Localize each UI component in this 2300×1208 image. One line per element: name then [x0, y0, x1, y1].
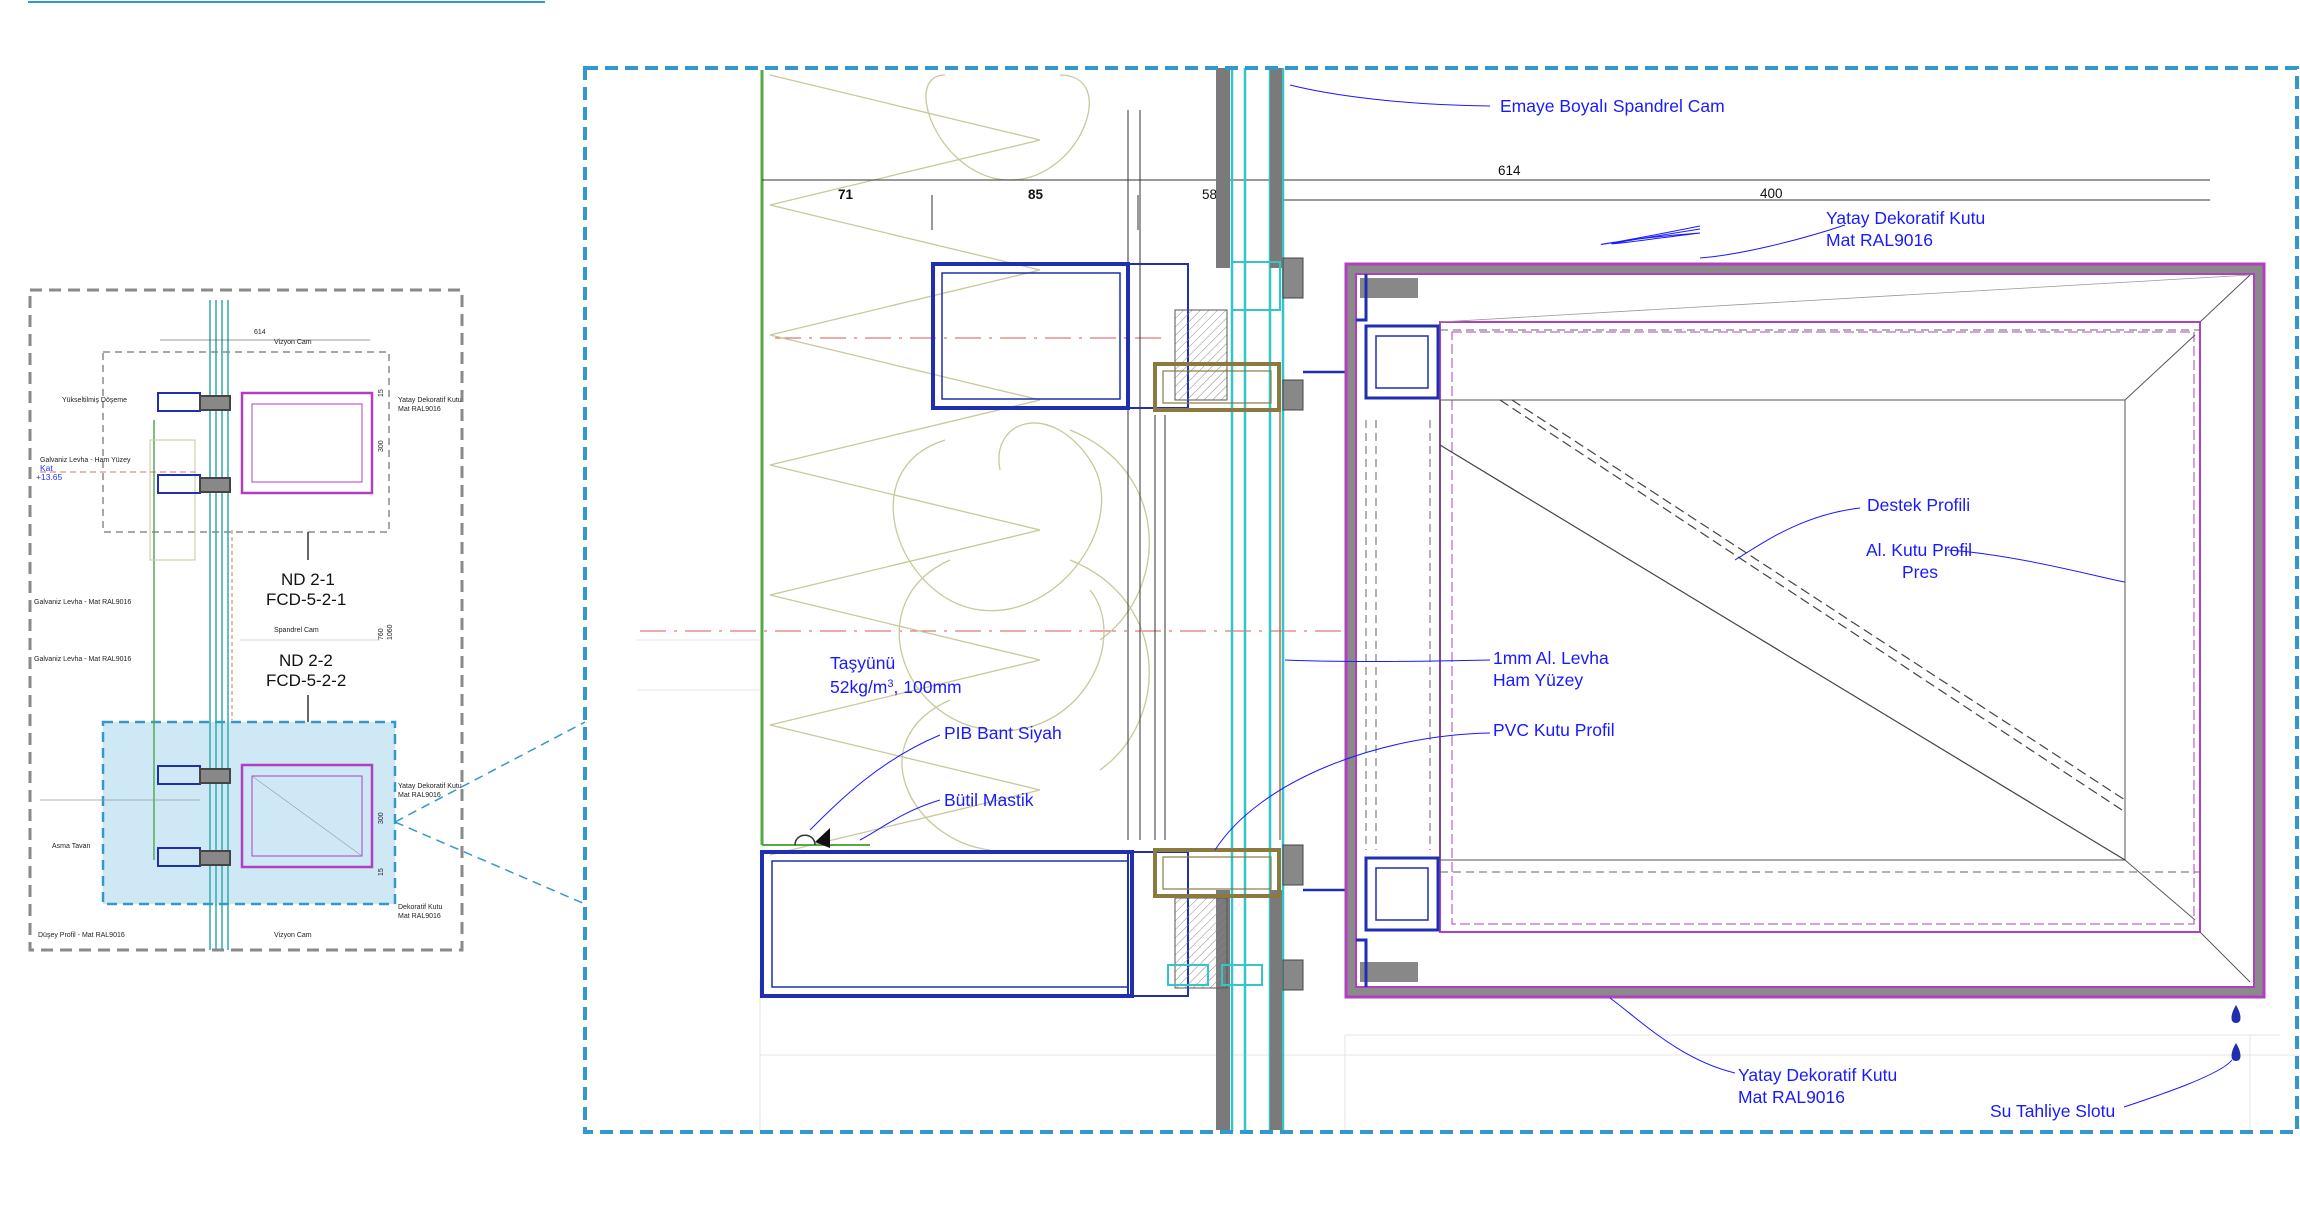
- overview-top-detail-frame: [102, 351, 390, 533]
- label-al-sheet-l2: Ham Yüzey: [1493, 670, 1583, 690]
- overview-deco-box-bottom: [240, 763, 374, 869]
- label-al-sheet-l1: 1mm Al. Levha: [1493, 648, 1609, 668]
- label-leaders: [809, 84, 2233, 1108]
- section-label-nd22: ND 2-2: [279, 651, 333, 670]
- section-label-nd21: ND 2-1: [281, 570, 335, 589]
- overview-vertical-dims: 15 300 760 1060 300 15: [378, 389, 394, 876]
- detail-frame: [583, 66, 2299, 1134]
- overview-dim-614: 614: [254, 329, 266, 336]
- label-wool-l1: Taşyünü: [830, 653, 895, 673]
- drain-drops-icon: [2231, 1005, 2241, 1061]
- overview-frame: [28, 288, 464, 952]
- label-butyl: Bütil Mastik: [944, 790, 1034, 810]
- overview-vision-glass-top: Vizyon Cam: [274, 339, 312, 346]
- label-wool-l2: 52kg/m3, 100mm: [830, 677, 962, 697]
- overview-highlight-zone: [101, 720, 397, 906]
- dim-85: 85: [1028, 187, 1044, 202]
- support-profile-diagonal: [1439, 399, 2126, 861]
- label-pvc-box: PVC Kutu Profil: [1493, 720, 1615, 740]
- section-label-fcd522: FCD-5-2-2: [266, 671, 346, 690]
- label-al-box-l1: Al. Kutu Profil: [1866, 540, 1972, 560]
- overview-deco-bot-l2: Mat RAL9016: [398, 913, 441, 920]
- overview-floor-label: Kat: [40, 463, 53, 473]
- dim-400: 400: [1760, 186, 1783, 201]
- detail-verticals: [1127, 110, 1281, 840]
- label-spandrel-glass: Emaye Boyalı Spandrel Cam: [1500, 96, 1725, 116]
- dashed-guides: [1365, 329, 2200, 873]
- pvc-box-top: [1153, 362, 1281, 412]
- overview-deco-top-l2: Mat RAL9016: [398, 406, 441, 413]
- overview-top-profiles: [157, 392, 231, 494]
- dimension-line: [762, 179, 2210, 230]
- svg-text:1060: 1060: [387, 624, 394, 640]
- decorative-box: [1344, 262, 2266, 999]
- overview-galv-mat-1: Galvaniz Levha - Mat RAL9016: [34, 599, 131, 606]
- overview-ceiling: Asma Tavan: [52, 843, 90, 850]
- svg-text:760: 760: [378, 628, 385, 640]
- overview-vertical-profile: Düşey Profil - Mat RAL9016: [38, 932, 125, 939]
- insulation-pattern: [769, 74, 1150, 856]
- dim-614: 614: [1498, 163, 1521, 178]
- overview-spandrel: Spandrel Cam: [274, 627, 319, 634]
- dim-58: 58: [1202, 187, 1217, 202]
- pvc-box-bottom: [1153, 848, 1281, 898]
- connection-brackets: [1303, 330, 1352, 930]
- overview-bottom-profiles: [157, 765, 231, 867]
- label-deco-box-top-l2: Mat RAL9016: [1826, 230, 1933, 250]
- overview-galv-mat-2: Galvaniz Levha - Mat RAL9016: [34, 656, 131, 663]
- label-support-profile: Destek Profili: [1867, 495, 1970, 515]
- top-transom-profile: [931, 257, 1304, 412]
- overview-section: 614 Vizyon Cam Yükseltilmiş Döşeme Galva…: [28, 288, 464, 952]
- svg-text:300: 300: [378, 812, 385, 824]
- detail-section: 71 85 58 614 400: [583, 66, 2300, 1134]
- label-al-box-l2: Pres: [1902, 562, 1938, 582]
- svg-text:15: 15: [378, 868, 385, 876]
- al-box-profile: [1439, 274, 2251, 983]
- label-deco-box-bot-l2: Mat RAL9016: [1738, 1087, 1845, 1107]
- overview-raised-floor: Yükseltilmiş Döşeme: [62, 397, 127, 404]
- section-label-fcd521: FCD-5-2-1: [266, 590, 346, 609]
- overview-deco-bot-l1: Dekoratif Kutu: [398, 904, 442, 911]
- square-tubes: [1356, 274, 1440, 987]
- construction-lines: [637, 639, 2300, 1130]
- overview-galv-raw: Galvaniz Levha - Ham Yüzey: [40, 457, 131, 464]
- bottom-transom-profile: [760, 828, 1304, 998]
- label-drain-slot: Su Tahliye Slotu: [1990, 1101, 2115, 1121]
- overview-floor-level: +13.65: [36, 472, 63, 482]
- svg-text:300: 300: [378, 440, 385, 452]
- callout-leaders: [394, 721, 586, 905]
- label-deco-box-bot-l1: Yatay Dekoratif Kutu: [1738, 1065, 1897, 1085]
- overview-vision-glass-bot: Vizyon Cam: [274, 932, 312, 939]
- overview-deco-mid-l1: Yatay Dekoratif Kutu: [398, 783, 462, 790]
- svg-text:15: 15: [378, 389, 385, 397]
- dim-71: 71: [838, 187, 854, 202]
- overview-deco-box-top: [240, 391, 374, 495]
- label-pib-tape: PIB Bant Siyah: [944, 723, 1062, 743]
- overview-deco-mid-l2: Mat RAL9016: [398, 792, 441, 799]
- label-deco-box-top-l1: Yatay Dekoratif Kutu: [1826, 208, 1985, 228]
- overview-deco-top-l1: Yatay Dekoratif Kutu: [398, 397, 462, 404]
